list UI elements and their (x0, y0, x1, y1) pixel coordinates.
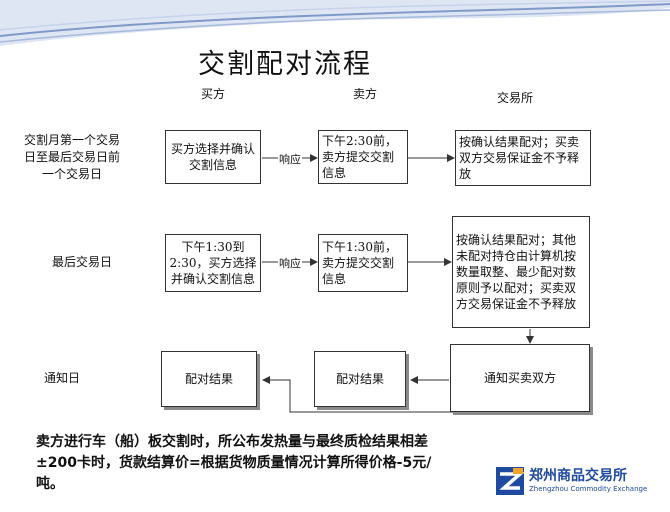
logo-english-name: Zhengzhou Commodity Exchange (529, 485, 648, 493)
box-r1-seller: 下午2:30前，卖方提交交割信息 (318, 130, 408, 184)
settlement-note: 卖方进行车（船）板交割时，所公布发热量与最终质检结果相差±200卡时，货款结算价… (36, 434, 432, 492)
respond-label-r2: 响应 (278, 255, 302, 271)
box-r1-buyer: 买方选择并确认交割信息 (165, 130, 261, 184)
column-header-exchange: 交易所 (497, 91, 534, 105)
box-r2-exchange: 按确认结果配对；其他未配对持仓由计算机按数量取整、最少配对数原则予以配对；买卖双… (452, 216, 590, 328)
row-label-period: 交割月第一个交易日至最后交易日前一个交易日 (24, 133, 121, 181)
page-title: 交割配对流程 (198, 49, 372, 80)
box-r3-exchange: 通知买卖双方 (450, 344, 590, 412)
column-header-seller: 卖方 (353, 87, 378, 101)
box-r3-buyer: 配对结果 (161, 351, 257, 407)
logo-name: 郑州商品交易所 (529, 468, 627, 484)
box-r3-seller: 配对结果 (314, 351, 406, 407)
row-label-last-trading-day: 最后交易日 (51, 255, 112, 269)
row-label-notice-day: 通知日 (44, 371, 81, 385)
exchange-logo: 郑州商品交易所 Zhengzhou Commodity Exchange (495, 464, 665, 500)
exchange-logo-icon (496, 467, 525, 495)
box-r2-seller: 下午1:30前，卖方提交交割信息 (318, 234, 408, 292)
respond-label-r1: 响应 (278, 151, 302, 167)
box-r2-buyer: 下午1:30到2:30，买方选择并确认交割信息 (165, 234, 261, 292)
column-header-buyer: 买方 (201, 87, 226, 101)
box-r1-exchange: 按确认结果配对；买卖双方交易保证金不予释放 (455, 130, 591, 186)
header-wave-decoration (0, 0, 670, 46)
